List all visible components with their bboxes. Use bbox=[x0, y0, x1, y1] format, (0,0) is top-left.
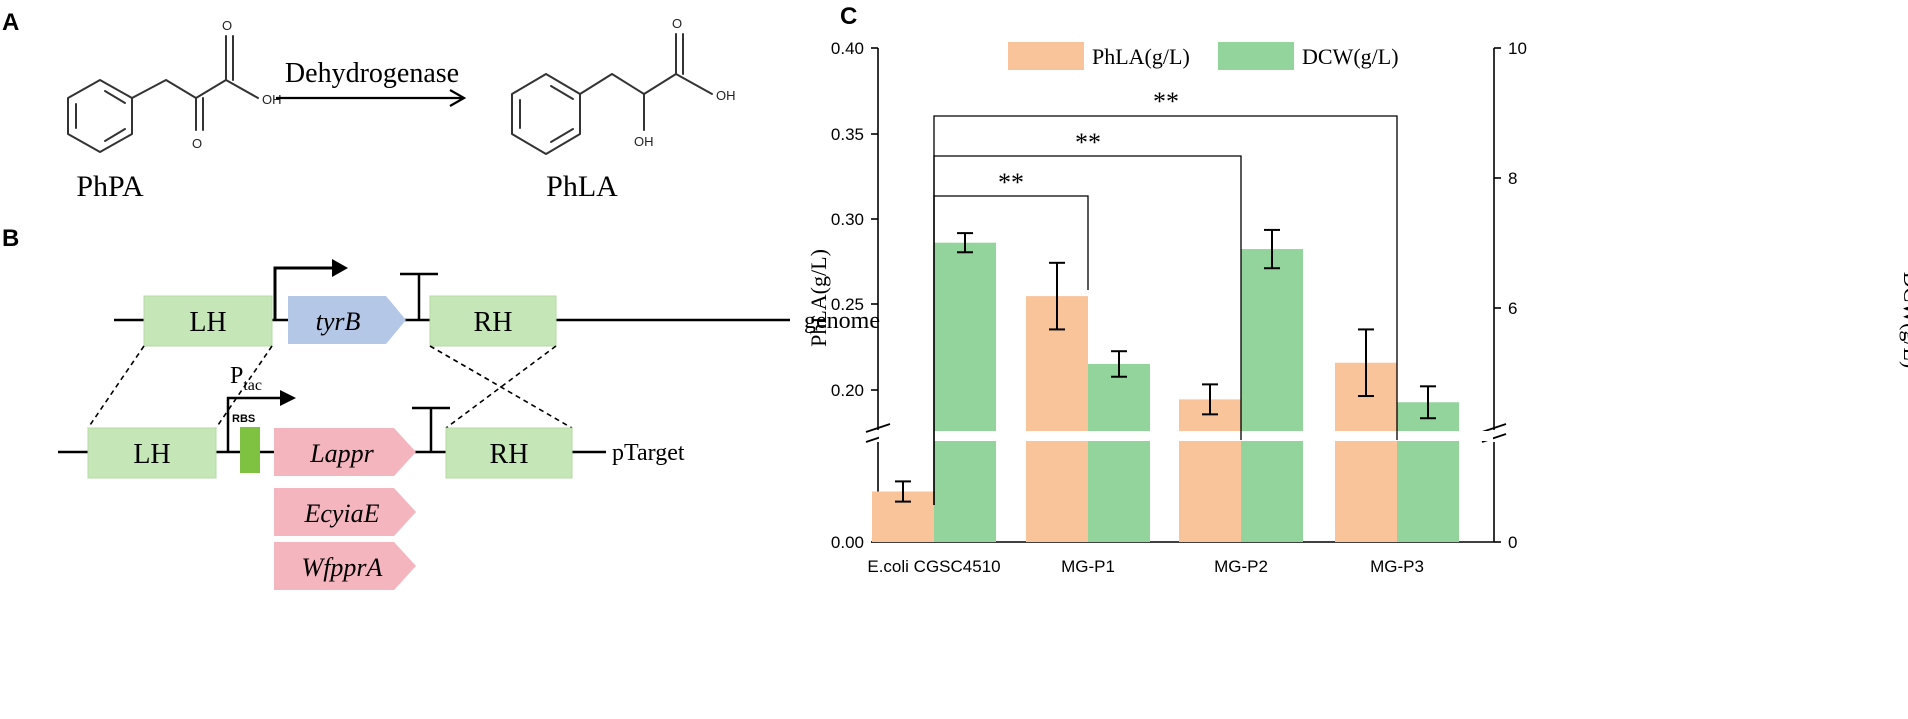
x-tick-label: MG-P1 bbox=[1061, 557, 1115, 576]
left-tick-label: 0.00 bbox=[831, 533, 864, 552]
bar-dcw bbox=[934, 242, 996, 543]
bar-phla bbox=[1026, 296, 1088, 542]
gene-label: Lappr bbox=[309, 439, 374, 468]
sig-label-p1: ** bbox=[998, 168, 1024, 197]
left-tick-label: 0.20 bbox=[831, 381, 864, 400]
ptac-promoter-arrow bbox=[226, 396, 282, 452]
x-tick-label: E.coli CGSC4510 bbox=[867, 557, 1000, 576]
legend-label-phla: PhLA(g/L) bbox=[1092, 44, 1190, 69]
phla-benzene-ring bbox=[511, 73, 581, 155]
phla-structure: O OH OH bbox=[511, 16, 736, 155]
bar-dcw bbox=[1397, 402, 1459, 542]
genome-lh-box bbox=[143, 295, 273, 347]
sig-label-p2: ** bbox=[1075, 128, 1101, 157]
phla-hydroxyl-oh: OH bbox=[634, 134, 654, 149]
right-tick-label: 10 bbox=[1508, 39, 1527, 58]
left-tick-label: 0.30 bbox=[831, 210, 864, 229]
bar-dcw bbox=[1241, 249, 1303, 542]
sig-bracket-p1 bbox=[933, 195, 1089, 505]
crossover-line bbox=[429, 345, 573, 429]
plasmid-lh-label: LH bbox=[133, 439, 170, 470]
bars bbox=[872, 242, 1493, 543]
bar-break-gap bbox=[879, 431, 1493, 441]
sig-label-p3: ** bbox=[1153, 87, 1179, 116]
ptac-arrowhead bbox=[280, 390, 296, 406]
rbs-label: RBS bbox=[232, 413, 255, 425]
genome-promoter-arrow bbox=[273, 266, 334, 320]
crossover-line bbox=[87, 345, 145, 429]
gene-label: EcyiaE bbox=[303, 499, 379, 528]
left-tick-label: 0.35 bbox=[831, 125, 864, 144]
plasmid-rh-label: RH bbox=[490, 439, 529, 470]
left-tick-label: 0.40 bbox=[831, 39, 864, 58]
panel-b: B LH tyrB RH genome LH Ptac RBS Lappr RH bbox=[2, 225, 880, 590]
panel-a-letter: A bbox=[2, 9, 19, 36]
genome-lh-label: LH bbox=[189, 307, 226, 338]
gene-wfppra bbox=[274, 542, 416, 590]
panel-c-letter: C bbox=[840, 3, 857, 30]
genome-label: genome bbox=[804, 308, 880, 334]
phla-acid-o: O bbox=[672, 16, 682, 31]
plasmid-rh-box bbox=[445, 427, 573, 479]
tyrb-gene bbox=[288, 296, 406, 344]
enzyme-label: Dehydrogenase bbox=[285, 58, 459, 89]
legend-label-dcw: DCW(g/L) bbox=[1302, 44, 1399, 69]
right-tick-label: 0 bbox=[1508, 533, 1517, 552]
gene-ecyiae bbox=[274, 488, 416, 536]
x-tick-labels: E.coli CGSC4510 MG-P1 MG-P2 MG-P3 bbox=[867, 557, 1424, 576]
phpa-structure: O O OH bbox=[67, 18, 282, 153]
x-tick-label: MG-P3 bbox=[1370, 557, 1424, 576]
tyrb-label: tyrB bbox=[316, 307, 361, 336]
right-tick-label: 6 bbox=[1508, 299, 1517, 318]
genome-rh-label: RH bbox=[474, 307, 513, 338]
y-axis-right-title: DCW(g/L) bbox=[1899, 272, 1908, 369]
gene-label: WfpprA bbox=[302, 553, 383, 582]
rbs-box bbox=[240, 427, 260, 473]
axis-break-mark bbox=[865, 423, 891, 433]
axis-break-mark bbox=[1481, 423, 1507, 433]
left-tick-label: 0.25 bbox=[831, 295, 864, 314]
right-ticks: 10 8 6 0 bbox=[1494, 39, 1527, 552]
phpa-benzene-ring bbox=[67, 79, 133, 153]
reaction-arrowhead bbox=[449, 89, 467, 107]
error-bars bbox=[895, 228, 1436, 503]
bar-dcw bbox=[1088, 363, 1150, 542]
phpa-keto-o: O bbox=[192, 136, 202, 151]
gene-lappr bbox=[274, 428, 416, 476]
phpa-label: PhPA bbox=[76, 170, 144, 203]
panel-c: C PhLA(g/L) DCW(g/L) PhLA(g/L) DCW(g/L) … bbox=[806, 3, 1908, 576]
plasmid-label: pTarget bbox=[612, 440, 685, 466]
genome-promoter-arrowhead bbox=[332, 259, 348, 277]
phpa-oh: OH bbox=[262, 92, 282, 107]
plasmid-lh-box bbox=[87, 427, 217, 479]
phpa-acid-o: O bbox=[222, 18, 232, 33]
panel-b-letter: B bbox=[2, 225, 19, 252]
phla-label: PhLA bbox=[546, 170, 618, 203]
genome-rh-box bbox=[429, 295, 557, 347]
crossover-line bbox=[445, 345, 557, 429]
crossover-line bbox=[215, 345, 273, 429]
y-axis-left-title: PhLA(g/L) bbox=[806, 249, 831, 347]
panel-a: A O O OH PhPA Dehydrogenase bbox=[2, 9, 736, 203]
ptac-label: Ptac bbox=[230, 363, 262, 394]
legend-swatch-phla bbox=[1008, 42, 1084, 70]
x-tick-label: MG-P2 bbox=[1214, 557, 1268, 576]
bar-phla bbox=[1179, 399, 1241, 542]
legend-swatch-dcw bbox=[1218, 42, 1294, 70]
left-ticks: 0.40 0.35 0.30 0.25 0.20 0.00 bbox=[831, 39, 878, 552]
phla-acid-oh: OH bbox=[716, 88, 736, 103]
right-tick-label: 8 bbox=[1508, 169, 1517, 188]
significance-brackets: ** ** ** bbox=[933, 87, 1398, 505]
